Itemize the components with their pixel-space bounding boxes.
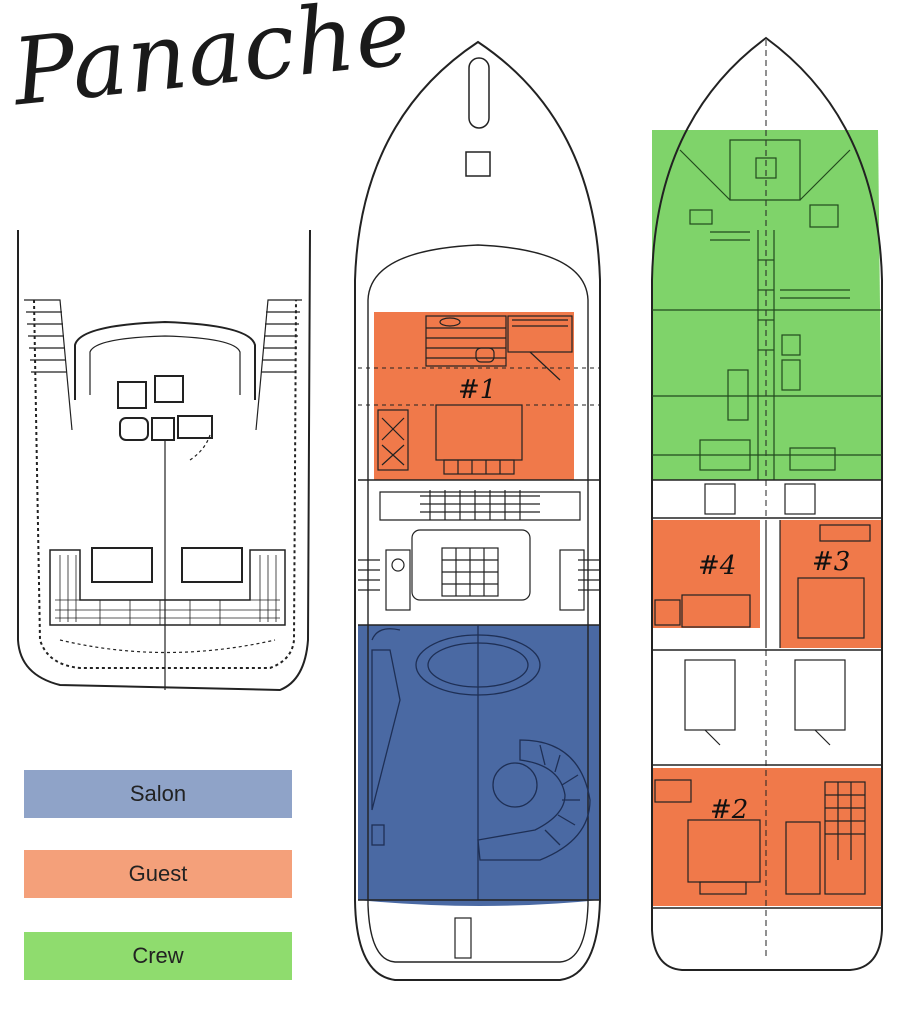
legend-salon-label: Salon	[129, 781, 187, 806]
room-label-4: #4	[698, 551, 736, 581]
flybridge-table	[119, 417, 149, 441]
main-deck: #1	[354, 40, 601, 981]
salon-coffee-table	[492, 762, 538, 808]
helm-seat-left	[117, 381, 147, 409]
room-label-3: #3	[812, 547, 850, 577]
crew-area-details	[652, 139, 882, 480]
helm-console	[74, 320, 256, 400]
legend-guest: Guest	[24, 850, 292, 898]
stateroom-1-details	[377, 315, 573, 475]
flybridge-dotted-rail	[33, 299, 297, 669]
lower-deck-hull	[651, 36, 883, 971]
bed-stateroom-4	[681, 594, 751, 628]
guest-stateroom-2-zone	[652, 768, 882, 906]
galley-grid	[420, 490, 540, 520]
stateroom-2-details	[654, 779, 866, 895]
helm-console-inner	[89, 335, 241, 395]
twin-berth-starboard	[794, 659, 846, 731]
crew-zone	[652, 130, 882, 480]
flybridge-stairs-right	[255, 299, 302, 431]
legend-crew: Crew	[24, 932, 292, 980]
flybridge-stairs-left	[24, 299, 73, 431]
flybridge-fridge	[151, 417, 175, 441]
head-3	[784, 483, 816, 515]
lower-deck: #4 #3 #2	[651, 36, 883, 971]
guest-stateroom-1-zone	[374, 312, 574, 480]
aft-hatch-left	[91, 547, 153, 583]
flybridge-outline	[17, 229, 311, 692]
staterooms-3-4-details	[654, 520, 871, 648]
salon-details	[371, 625, 591, 900]
legend-crew-label: Crew	[132, 943, 184, 968]
galley	[358, 490, 600, 611]
helm-seat-right	[154, 375, 184, 403]
guest-stateroom-3-zone	[780, 520, 882, 648]
aft-hatch-right	[181, 547, 243, 583]
legend-guest-label: Guest	[128, 861, 188, 886]
anchor-locker	[468, 57, 490, 129]
head-4	[704, 483, 736, 515]
flybridge-deck	[17, 229, 311, 692]
aft-settee-hatching	[55, 555, 280, 625]
main-deck-hull	[354, 40, 601, 981]
legend-salon: Salon	[24, 770, 292, 818]
twin-berth-port	[684, 659, 736, 731]
salon-curved-sofa	[477, 739, 591, 861]
flybridge-grill	[177, 415, 213, 439]
forward-hatch	[465, 151, 491, 177]
room-label-2: #2	[710, 795, 748, 825]
transom-door	[454, 917, 472, 959]
main-deck-interior	[367, 244, 589, 963]
bed-stateroom-3	[797, 577, 865, 639]
guest-stateroom-4-zone	[652, 520, 760, 628]
room-label-1: #1	[458, 375, 496, 405]
salon-zone	[358, 625, 600, 906]
aft-settee	[49, 549, 286, 626]
